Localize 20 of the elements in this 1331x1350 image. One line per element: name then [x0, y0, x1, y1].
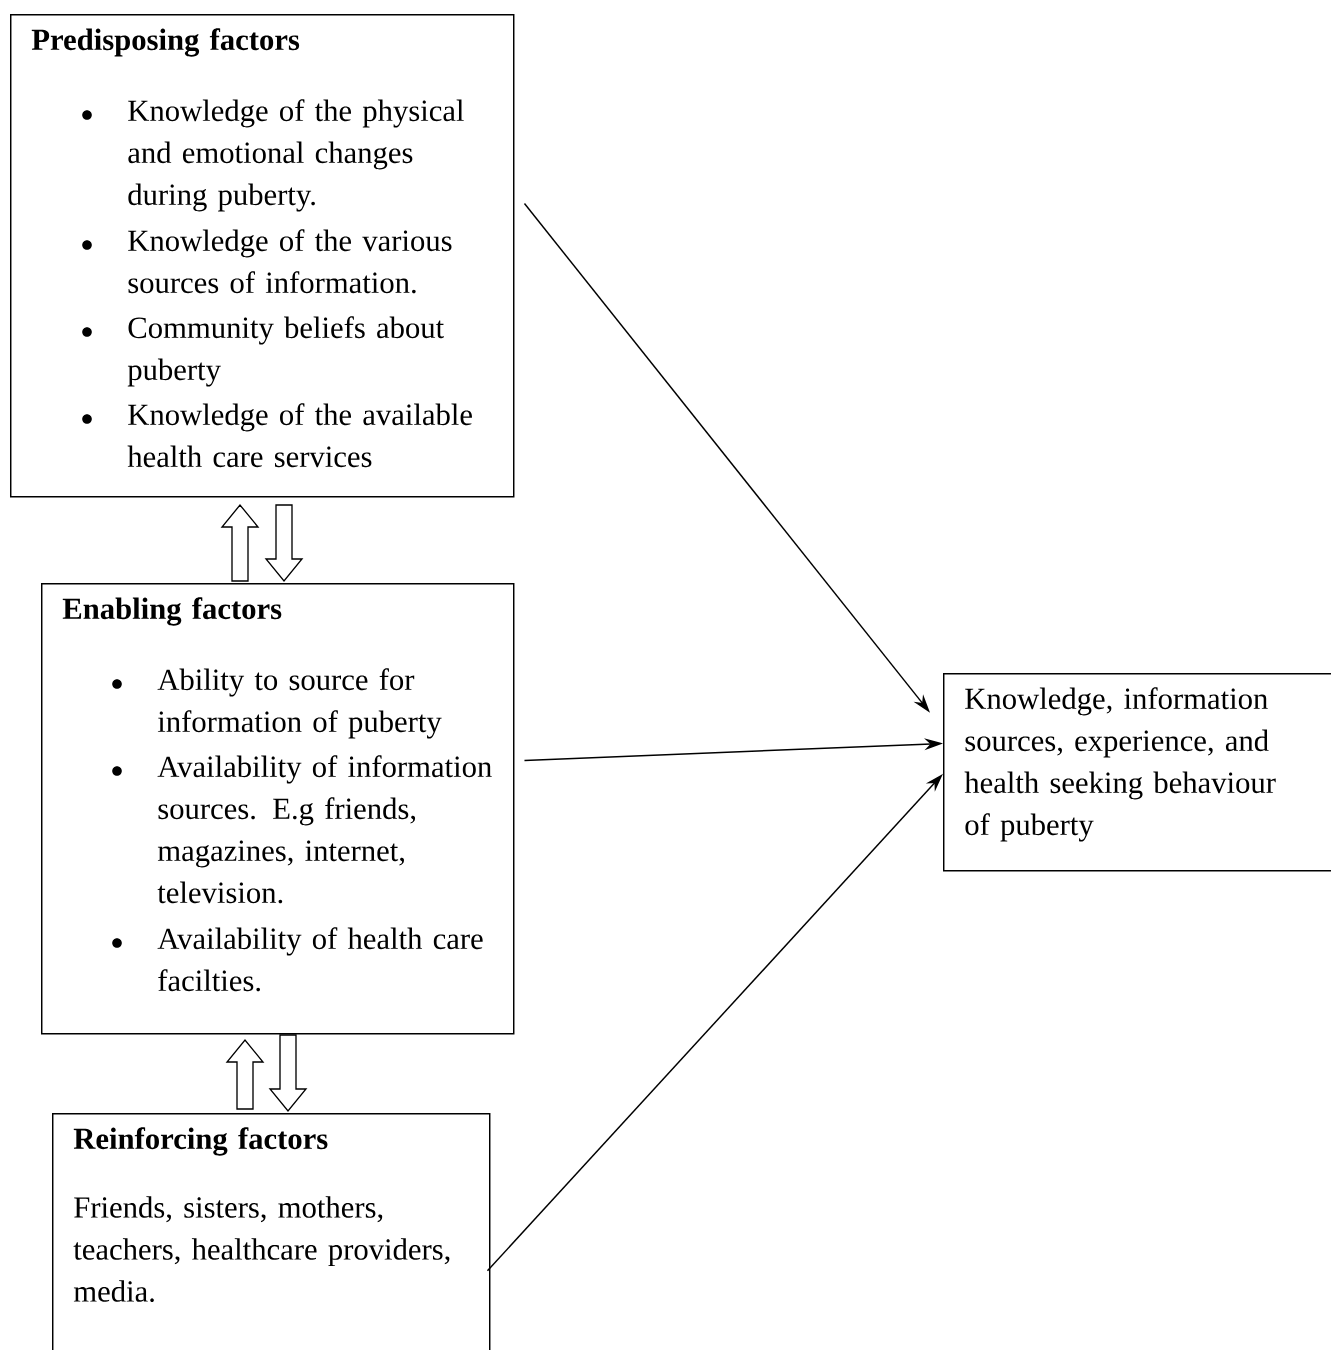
hollow-arrow — [268, 1034, 308, 1113]
box-text: Friends, sisters, mothers, teachers, healthcare providers, media. — [73, 1196, 450, 1302]
bullet-item: Knowledge of the available health care services — [127, 403, 472, 468]
hollow-arrow — [220, 503, 260, 582]
box-heading: Reinforcing factors — [73, 1127, 328, 1156]
hollow-arrow — [225, 1038, 265, 1110]
hollow-arrow — [264, 504, 304, 583]
bullet-item: Availability of health care facilties. — [157, 927, 483, 992]
box-heading: Predisposing factors — [31, 28, 300, 57]
factor-box — [52, 1113, 491, 1350]
bullet-item: Availability of information sources. E.g friends, magazines, internet, television. — [157, 755, 492, 904]
bullet-item: Ability to source for information of puberty — [157, 668, 442, 739]
factor-box — [10, 14, 515, 498]
bullet-item: Knowledge of the various sources of information. — [128, 229, 452, 294]
box-heading: Enabling factors — [62, 597, 282, 626]
bullet-item: Knowledge of the physical and emotional changes during puberty. — [128, 99, 464, 212]
bullet-item: Community beliefs about puberty — [127, 316, 444, 387]
factor-box — [943, 673, 1331, 872]
box-text: Knowledge, information sources, experience, and health seeking behaviour of puberty — [964, 687, 1276, 842]
factor-box — [41, 583, 515, 1035]
